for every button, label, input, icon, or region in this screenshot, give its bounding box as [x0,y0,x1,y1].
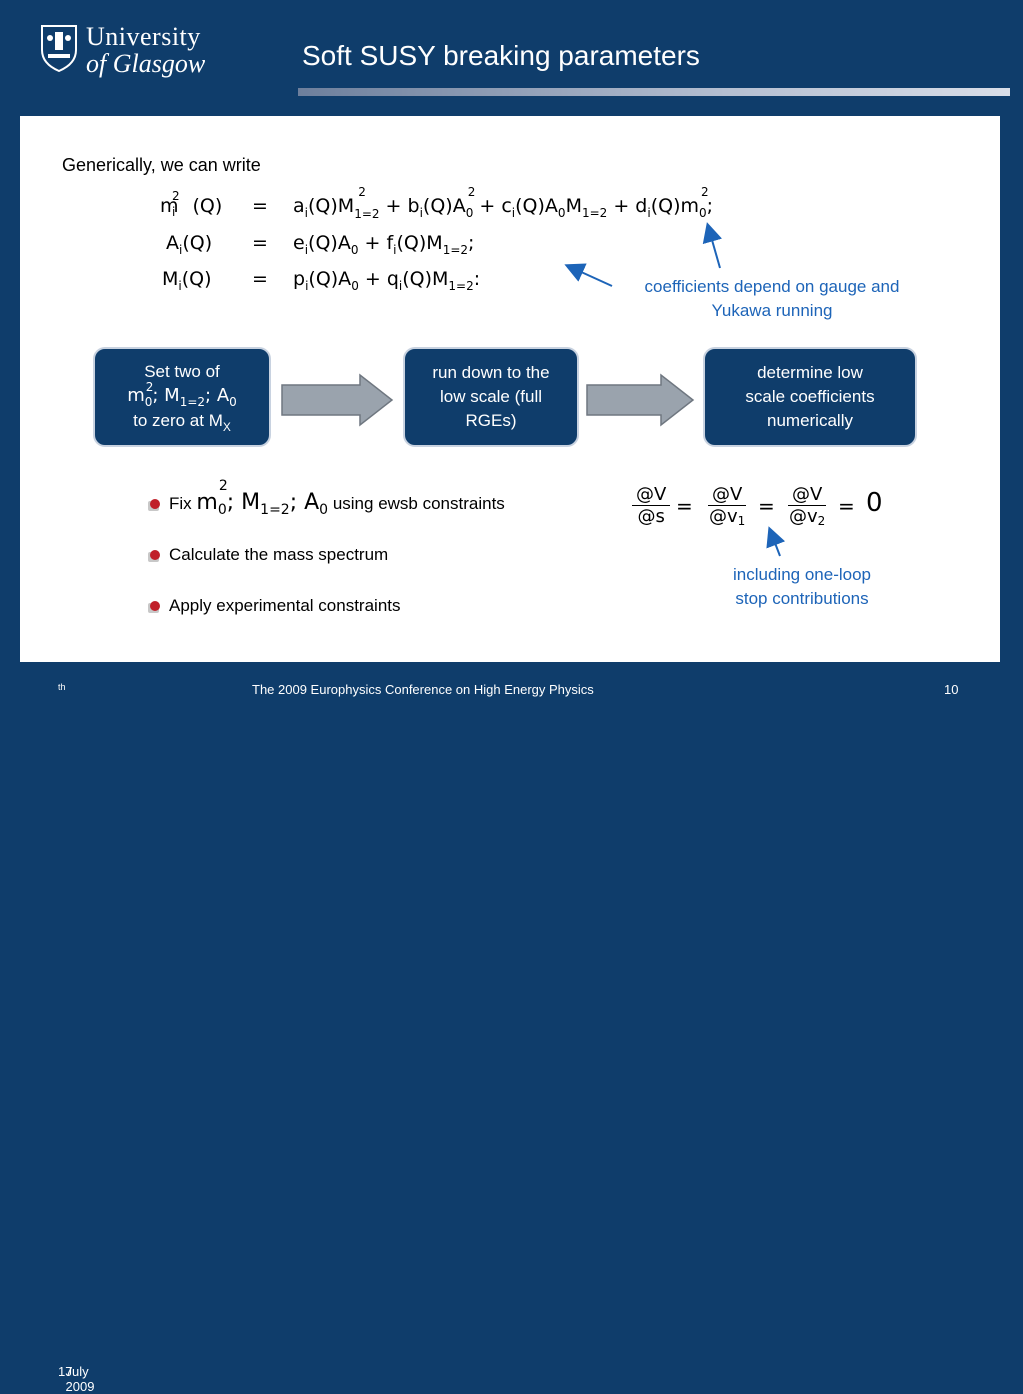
ewsb-zero: 0 [866,488,883,518]
bullet-icon [148,499,163,512]
university-logo: University of Glasgow [40,22,220,82]
footer-page-number: 10 [944,682,959,697]
coefficients-annotation-line1: coefficients depend on gauge and [644,277,900,296]
logo-line-university: University [86,22,201,51]
equation-row-3-equals: = [252,268,268,290]
bullet-fix-suffix: using ewsb constraints [332,494,505,513]
equation-row-2-equals: = [252,232,268,254]
flow-arrow-2-icon [586,373,695,427]
box1-line3: to zero at M [133,411,223,430]
flow-box-determine: determine low scale coefficients numeric… [703,347,917,447]
derivative-v2: @V@v2 [788,484,827,528]
loop-annotation-line1: including one-loop [733,565,871,584]
loop-arrow [766,526,786,557]
ewsb-equals-3: = [838,494,855,518]
bullet-experimental: Apply experimental constraints [169,596,401,615]
footer-conference: The 2009 Europhysics Conference on High … [252,682,594,697]
equation-row-3-rhs: pi(Q)A0 + qi(Q)M1=2: [293,268,481,293]
coeff-arrow-2 [564,263,613,287]
title-underline-bar [298,88,1010,96]
equation-row-1-equals: = [252,195,268,217]
loop-annotation-line2: stop contributions [735,589,869,608]
ewsb-equals-1: = [676,494,693,518]
annotation-arrows [564,222,786,557]
box2-line2: low scale (full [439,387,543,406]
flow-arrow-1-icon [281,373,394,427]
loop-annotation: including one-loop stop contributions [700,563,904,611]
derivative-s: @V@s [632,484,671,527]
slide-title: Soft SUSY breaking parameters [302,40,700,71]
bullet-icon [148,550,163,563]
derivative-v1: @V@v1 [708,484,747,528]
box3-line2: scale coefficients [745,387,875,406]
box1-line1: Set two of [144,362,220,381]
box2-line1: run down to the [432,363,550,382]
logo-line-glasgow: of Glasgow [86,49,206,78]
equation-row-2-rhs: ei(Q)A0 + fi(Q)M1=2; [293,232,475,257]
ewsb-equals-2: = [758,494,775,518]
bullet-icon [148,601,163,614]
flow-box-run-down: run down to the low scale (full RGEs) [403,347,579,447]
crest-icon [41,25,77,72]
bullet-mass-spectrum: Calculate the mass spectrum [169,545,389,564]
coeff-arrow [702,222,723,269]
bullet-fix-prefix: Fix [169,494,192,513]
intro-text: Generically, we can write [62,155,261,175]
box3-line3: numerically [767,411,853,430]
box2-line3: RGEs) [465,411,517,430]
equation-row-3-lhs: Mi(Q) [162,268,212,293]
equation-row-2-lhs: Ai(Q) [166,232,213,257]
box3-line1: determine low [757,363,863,382]
coefficients-annotation-line2: Yukawa running [711,301,833,320]
coefficients-annotation: coefficients depend on gauge and Yukawa … [612,275,932,323]
